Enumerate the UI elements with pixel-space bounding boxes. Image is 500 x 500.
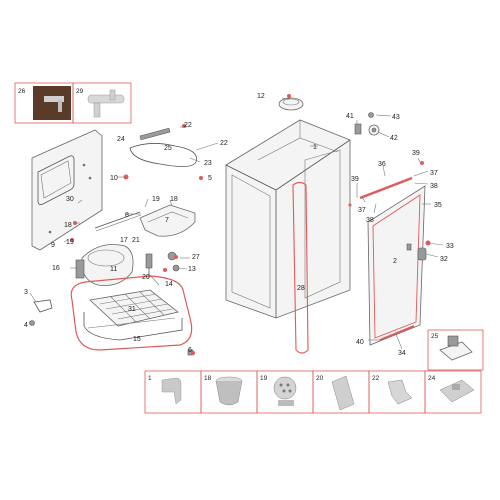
rod-8 bbox=[94, 211, 142, 232]
bottom-thumbnails: 1 18 19 20 22 24 bbox=[144, 370, 482, 414]
callout-10: 10 bbox=[110, 175, 118, 182]
callout-27: 27 bbox=[192, 254, 200, 261]
callout-8: 8 bbox=[125, 212, 129, 219]
callout-9: 9 bbox=[51, 242, 55, 249]
rod-34 bbox=[379, 325, 415, 341]
callout-labels: 1 2 3 4 5 6 7 8 9 10 11 12 13 14 15 16 1… bbox=[24, 93, 454, 357]
callout-24: 24 bbox=[117, 136, 125, 143]
callout-11: 11 bbox=[110, 266, 117, 273]
lid-12 bbox=[278, 97, 304, 111]
callout-19b: 19 bbox=[66, 239, 74, 246]
callout-22b: 22 bbox=[220, 140, 228, 147]
thumb-24-label: 24 bbox=[428, 375, 436, 382]
callout-18a: 18 bbox=[170, 196, 178, 203]
callout-33: 33 bbox=[446, 243, 454, 250]
callout-4: 4 bbox=[24, 322, 28, 329]
small-screws bbox=[70, 94, 431, 355]
callout-1: 1 bbox=[313, 144, 317, 151]
knob-32 bbox=[417, 247, 427, 261]
callout-34: 34 bbox=[398, 350, 406, 357]
callout-35: 35 bbox=[434, 202, 442, 209]
callout-38a: 38 bbox=[430, 183, 438, 190]
bracket-3-4 bbox=[29, 299, 53, 326]
callout-12: 12 bbox=[257, 93, 265, 100]
thumb-29-label: 29 bbox=[76, 88, 84, 95]
callout-13: 13 bbox=[188, 266, 196, 273]
callout-30: 30 bbox=[66, 196, 74, 203]
callout-32: 32 bbox=[440, 256, 448, 263]
rod-36 bbox=[359, 176, 413, 200]
callout-39a: 39 bbox=[412, 150, 420, 157]
callout-20: 20 bbox=[142, 274, 150, 281]
thumb-25: 25 bbox=[427, 329, 484, 371]
callout-36: 36 bbox=[378, 161, 386, 168]
left-door-panel bbox=[31, 129, 103, 251]
thumb-19-label: 19 bbox=[260, 375, 268, 382]
callout-25: 25 bbox=[164, 145, 172, 152]
fittings-41-43 bbox=[354, 112, 380, 136]
callout-41: 41 bbox=[346, 113, 354, 120]
callout-19a: 19 bbox=[152, 196, 160, 203]
pipe-28 bbox=[292, 181, 309, 354]
thumb-26-label: 26 bbox=[18, 88, 26, 95]
thumb-20-label: 20 bbox=[316, 375, 324, 382]
callout-6: 6 bbox=[188, 347, 192, 354]
callout-28: 28 bbox=[297, 285, 305, 292]
thumb-18-label: 18 bbox=[204, 375, 212, 382]
valve-20 bbox=[145, 251, 180, 278]
cabinet-body bbox=[225, 119, 352, 319]
callout-42: 42 bbox=[390, 135, 398, 142]
callout-16: 16 bbox=[52, 265, 60, 272]
callout-18b: 18 bbox=[64, 222, 72, 229]
leader-lines bbox=[29, 97, 444, 350]
thumb-22-label: 22 bbox=[372, 375, 380, 382]
callout-7: 7 bbox=[165, 217, 169, 224]
callout-22a: 22 bbox=[184, 122, 192, 129]
callout-31: 31 bbox=[128, 306, 136, 313]
callout-21: 21 bbox=[132, 237, 140, 244]
thumb-29: 29 bbox=[72, 82, 132, 124]
callout-23: 23 bbox=[204, 160, 212, 167]
callout-5: 5 bbox=[208, 175, 212, 182]
callout-39b: 39 bbox=[351, 176, 359, 183]
callout-15: 15 bbox=[133, 336, 141, 343]
door-2 bbox=[367, 185, 426, 346]
callout-43: 43 bbox=[392, 114, 400, 121]
highlighted-tray-assembly bbox=[70, 275, 194, 356]
hinge-assembly-23 bbox=[129, 127, 197, 167]
fan-11 bbox=[75, 244, 134, 286]
thumb-1-label: 1 bbox=[148, 375, 152, 382]
thumb-26: 26 bbox=[14, 82, 74, 124]
callout-2: 2 bbox=[393, 258, 397, 265]
callout-40: 40 bbox=[356, 339, 364, 346]
callout-3: 3 bbox=[24, 289, 28, 296]
thumb-24-frame bbox=[424, 370, 482, 414]
callout-37b: 37 bbox=[358, 207, 366, 214]
callout-14: 14 bbox=[165, 281, 173, 288]
tray-7 bbox=[139, 204, 196, 237]
thumb-25-label: 25 bbox=[431, 333, 439, 340]
callout-37a: 37 bbox=[430, 170, 438, 177]
callout-17: 17 bbox=[120, 237, 128, 244]
callout-38b: 38 bbox=[366, 217, 374, 224]
